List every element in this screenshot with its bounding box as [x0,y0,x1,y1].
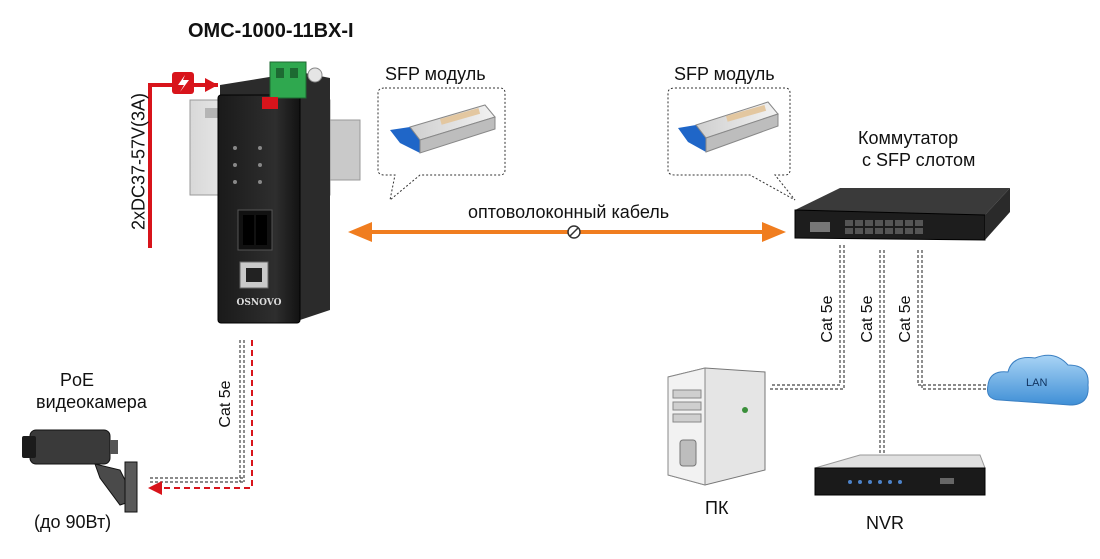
fiber-label: оптоволоконный кабель [468,202,670,222]
nvr-label: NVR [866,513,905,533]
switch-device [794,188,1010,241]
sfp-label-right: SFP модуль [674,64,775,84]
pc-label: ПК [705,498,729,518]
sfp-callout-right [667,87,796,201]
sfp-label-left: SFP модуль [385,64,486,84]
svg-text:OSNOVO: OSNOVO [237,298,282,308]
sfp-module-icon [390,104,496,154]
cloud-icon [987,354,1089,406]
switch-label-line2: с SFP слотом [862,150,976,170]
cable-label-camera: Cat 5e [217,380,234,428]
media-converter: OSNOVO [217,61,330,324]
power-label: 2xDC37-57V(3A) [128,92,149,231]
fiber-cable-arrow [348,222,786,242]
cable-label-nvr: Cat 5e [859,295,876,343]
camera-power-note: (до 90Вт) [34,512,112,532]
lan-label: LAN [1026,377,1048,389]
camera-label-line1: PoE [60,370,95,390]
camera-icon [22,429,138,513]
pc-icon [667,367,766,486]
power-feed [148,72,218,248]
switch-label-line1: Коммутатор [858,128,959,148]
nvr-icon [814,454,986,496]
cable-label-pc: Cat 5e [819,295,836,343]
cable-label-lan: Cat 5e [897,295,914,343]
cat5e-cables [150,245,1000,483]
camera-label-line2: видеокамера [36,392,147,412]
poe-power-line [148,340,253,495]
device-title: OMC-1000-11BX-I [188,20,354,42]
sfp-callout-left [377,87,506,202]
